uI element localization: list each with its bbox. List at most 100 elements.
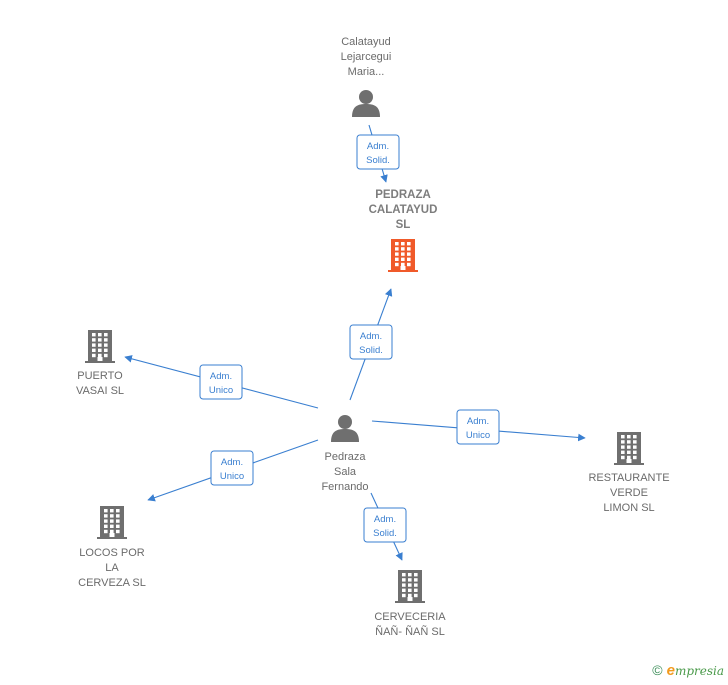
building-window (110, 509, 114, 513)
edge-label-frame (456, 409, 500, 445)
building-window (110, 529, 114, 534)
building-window (401, 247, 405, 251)
building-icon (97, 506, 127, 539)
node-label-line: LIMON SL (603, 502, 654, 514)
building-icon (614, 432, 644, 465)
building-window (408, 588, 412, 592)
building-window (98, 343, 102, 347)
edge-label-box[interactable]: Adm. Solid. (363, 507, 407, 543)
edge-label-text: Adm. (221, 457, 243, 468)
building-window (104, 338, 108, 342)
node-label-line: RESTAURANTE (588, 472, 669, 484)
edge-label-text: Adm. (374, 514, 396, 525)
building-base (388, 270, 418, 272)
person-icon-body (331, 429, 359, 442)
building-window (110, 524, 114, 528)
building-window (92, 343, 96, 347)
building-window (414, 588, 418, 592)
edge-label-box[interactable]: Adm.Unico (456, 409, 500, 445)
edge-label-text: Solid. (366, 155, 390, 166)
building-window (92, 338, 96, 342)
node-label-line: Pedraza (325, 451, 367, 463)
building-icon (395, 570, 425, 603)
building-window (627, 445, 631, 449)
building-window (104, 343, 108, 347)
brand-initial: e (666, 662, 675, 679)
edge-label-frame (363, 507, 407, 543)
node-label-line: CERVEZA SL (78, 577, 146, 589)
node-locos-por-la-cerveza[interactable]: LOCOS POR LA CERVEZA SL (78, 506, 146, 589)
building-window (116, 509, 120, 513)
node-label-line: Fernando (321, 481, 368, 493)
edge-label-box[interactable]: Adm. Unico (199, 364, 243, 400)
edge-label-box[interactable]: Adm.Solid. (356, 134, 400, 170)
building-window (104, 524, 108, 528)
edge-label-frame (349, 324, 393, 360)
building-window (627, 455, 631, 460)
building-window (408, 573, 412, 577)
building-door (97, 357, 103, 362)
building-window (98, 338, 102, 342)
brand-footer[interactable]: ©empresia (652, 662, 724, 679)
edge-label-frame (356, 134, 400, 170)
node-label-line: SL (396, 219, 411, 231)
building-window (621, 440, 625, 444)
node-label-line: Sala (334, 466, 357, 478)
building-window (401, 257, 405, 261)
building-window (633, 440, 637, 444)
building-window (627, 435, 631, 439)
building-window (92, 333, 96, 337)
node-label-line: ÑAÑ- ÑAÑ SL (375, 625, 445, 638)
person-icon (331, 415, 359, 442)
building-window (633, 450, 637, 454)
building-door (109, 533, 115, 538)
building-window (633, 445, 637, 449)
person-icon-head (359, 90, 373, 104)
edge-label-frame (210, 450, 254, 486)
building-window (407, 262, 411, 267)
edge-label-text: Unico (209, 385, 233, 396)
building-window (414, 573, 418, 577)
building-icon (388, 239, 418, 272)
building-window (414, 583, 418, 587)
building-window (401, 242, 405, 246)
edge-label-box[interactable]: Adm.Unico (210, 450, 254, 486)
building-base (614, 463, 644, 465)
building-window (98, 333, 102, 337)
building-window (116, 519, 120, 523)
building-window (104, 529, 108, 534)
building-window (633, 455, 637, 460)
building-window (621, 435, 625, 439)
building-window (401, 252, 405, 256)
edge-label-box[interactable]: Adm.Solid. (349, 324, 393, 360)
building-window (104, 509, 108, 513)
person-icon-head (338, 415, 352, 429)
edge-label-frame (199, 364, 243, 400)
building-door (400, 266, 406, 271)
node-label-line: LA (105, 562, 119, 574)
building-window (633, 435, 637, 439)
edge-label-text: Unico (466, 430, 490, 441)
building-window (407, 252, 411, 256)
building-window (98, 348, 102, 352)
node-label-line: Maria... (348, 66, 385, 78)
building-door (626, 459, 632, 464)
node-calatayud[interactable]: CalatayudLejarceguiMaria... (341, 36, 392, 117)
edge-label-text: Adm. (210, 371, 232, 382)
node-label-line: LOCOS POR (79, 547, 144, 559)
edge-label-text: Solid. (373, 528, 397, 539)
building-window (402, 573, 406, 577)
edge-labels-layer: Adm.Solid.Adm.Solid.Adm.UnicoAdm.UnicoAd… (199, 134, 500, 543)
building-window (627, 450, 631, 454)
building-window (395, 247, 399, 251)
building-window (110, 514, 114, 518)
building-window (407, 242, 411, 246)
building-window (104, 333, 108, 337)
building-base (395, 601, 425, 603)
